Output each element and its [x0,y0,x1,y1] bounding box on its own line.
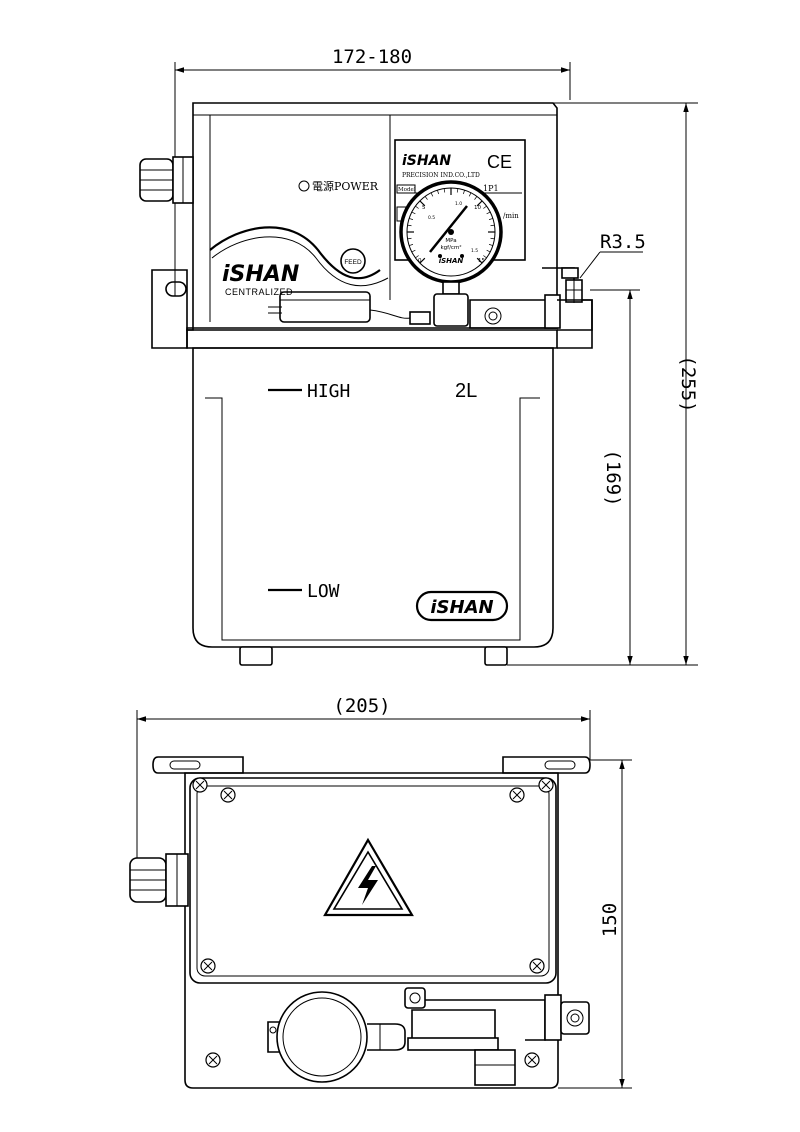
centralized-label: CENTRALIZED [225,287,293,297]
top-cover: 電源POWER FEED iSHAN CENTRALIZED [186,102,558,331]
feed-label: FEED [344,259,362,266]
reservoir-tank: HIGH 2L LOW iSHAN [186,329,558,666]
gauge-tick [483,255,487,259]
gauge-tick [409,218,414,220]
top-view: (205) [129,695,632,1089]
gauge-tick [483,205,487,209]
gauge-tick [490,224,495,227]
dimension-front-heights: (255) (169) R3.5 [507,102,699,666]
gauge-tick [443,188,446,193]
screws [192,777,554,1068]
screw-icon [524,1052,540,1068]
cable-gland-front [139,156,194,204]
low-level-label: LOW [307,581,340,602]
gauge-tick [430,192,434,197]
gauge-tick [419,257,426,264]
screw-icon [200,958,216,974]
gauge-tick [468,192,472,197]
gauge-unit-mpa: MPa [445,238,456,244]
motor-pump-top [267,987,590,1086]
dim-top-depth-text: 150 [599,903,621,937]
gauge-tick [474,196,478,200]
capacity-label: 2L [455,380,477,402]
right-bracket [557,299,593,349]
outlet-fitting [469,267,593,331]
gauge-needle [429,205,468,253]
front-view: 172-180 電源POWER FEED iSHAN CENTRALIZED [139,46,699,666]
gauge-brand: iSHAN [439,257,464,265]
mounting-flanges [152,756,591,774]
gauge-tick [486,249,491,253]
gauge-tick [407,237,412,240]
gauge-ticks [407,188,495,264]
power-label: 電源POWER [312,179,379,193]
top-body [184,772,559,1089]
company-name: PRECISION IND.CO.,LTD [402,172,480,179]
gauge-tick [415,205,419,209]
dim-radius-text: R3.5 [600,231,646,253]
gauge-tick [463,190,465,195]
gauge-scale-15: 15 [478,258,485,264]
high-level-label: HIGH [307,381,350,402]
unit-label: /min [503,212,519,220]
model-value: 1P1 [483,184,499,193]
dim-front-width-text: 172-180 [332,46,412,68]
gauge-tick [411,249,416,253]
dim-top-width-text: (205) [333,695,390,717]
screw-icon [220,787,236,803]
electrical-warning-triangle [323,837,414,917]
gauge-unit-kgf: kgf/cm² [440,244,461,251]
gauge-tick [415,255,419,259]
gauge-tick [476,257,483,264]
gauge-tick [409,244,414,246]
gauge-tick [490,237,495,240]
brand-logo-tank: iSHAN [430,597,493,618]
gauge-tick [486,211,491,215]
gauge-inner-0-5: 0.5 [428,215,435,221]
gauge-inner-1-0: 1.0 [455,201,462,207]
gauge-scale-0: 0 [418,258,422,264]
pressure-gauge: MPa kgf/cm² iSHAN 0 5 10 15 0.5 1.0 1.5 [399,180,503,327]
gauge-tick [456,188,459,193]
gauge-tick [411,211,416,215]
ce-mark: CE [487,152,512,172]
screw-icon [205,1052,221,1068]
gauge-scale-5: 5 [422,205,426,211]
gauge-tick [407,224,412,227]
gauge-tick [419,200,426,207]
screw-icon [192,777,208,793]
gauge-tick [424,196,428,200]
dim-total-height-text: (255) [677,355,699,412]
brand-logo-front: iSHAN [222,262,299,287]
gauge-tick [437,190,439,195]
cable-gland-top [129,853,189,907]
gauge-tick [488,244,493,246]
dimension-top-width: (205) [136,695,591,870]
gauge-scale-10: 10 [474,205,481,211]
dimension-top-depth: 150 [558,759,632,1089]
lightning-bolt-icon [358,866,378,905]
left-bracket [151,269,188,349]
screw-icon [538,777,554,793]
dim-tank-height-text: (169) [602,449,624,506]
gauge-tick [476,200,483,207]
model-label: Model [398,187,416,193]
screw-icon [529,958,545,974]
nameplate-brand: iSHAN [402,153,451,169]
gauge-tick [488,218,493,220]
gauge-inner-1-5: 1.5 [471,248,478,254]
screw-icon [509,787,525,803]
